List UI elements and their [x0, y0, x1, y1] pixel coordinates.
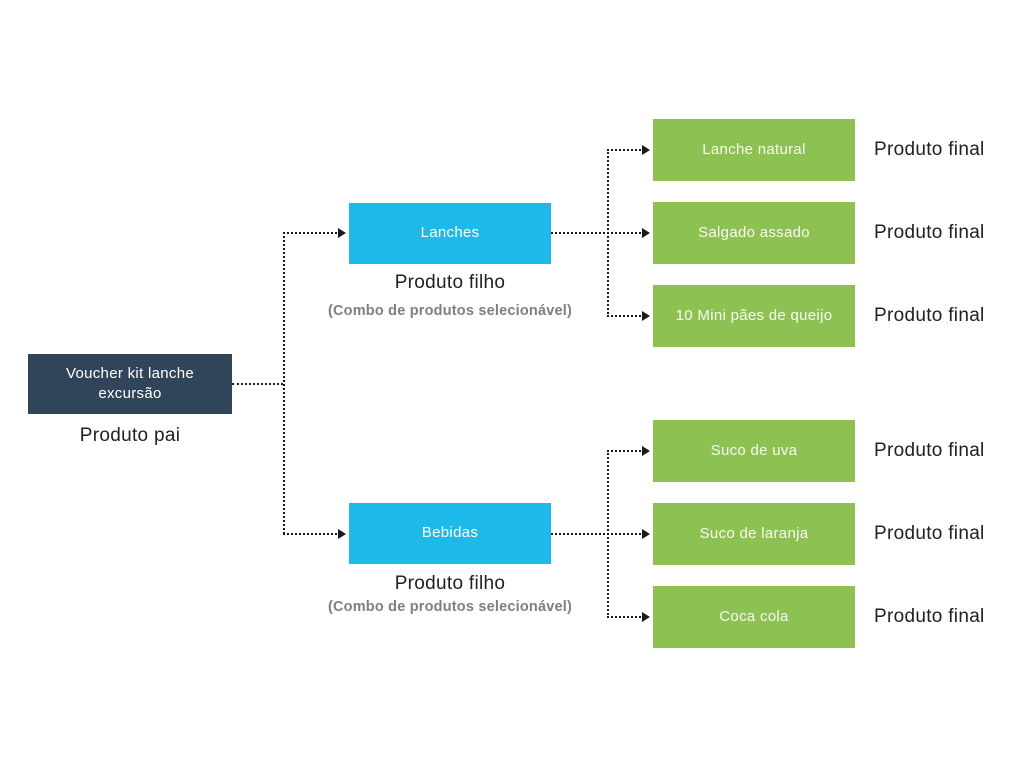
connector-lanches-vertical	[607, 149, 609, 317]
connector-bebidas-vertical	[607, 450, 609, 618]
parent-product-node: Voucher kit lanche excursão	[28, 354, 232, 414]
connector-to-lanches	[283, 232, 337, 234]
arrowhead-to-lanche-natural	[642, 145, 650, 155]
child-subcaption-lanches: (Combo de produtos selecionável)	[327, 303, 573, 319]
connector-to-suco-de-uva	[607, 450, 641, 452]
connector-parent-vertical	[283, 232, 285, 534]
final-caption-suco-de-laranja: Produto final	[874, 523, 985, 544]
connector-parent-trunk	[232, 383, 283, 385]
connector-to-mini-paes	[607, 315, 641, 317]
arrowhead-to-salgado-assado	[642, 228, 650, 238]
connector-lanches-trunk	[551, 232, 641, 234]
connector-to-coca-cola	[607, 616, 641, 618]
arrowhead-to-suco-de-uva	[642, 446, 650, 456]
arrowhead-to-lanches	[338, 228, 346, 238]
final-caption-lanche-natural: Produto final	[874, 139, 985, 160]
final-caption-coca-cola: Produto final	[874, 606, 985, 627]
connector-bebidas-trunk	[551, 533, 641, 535]
leaf-node-salgado-assado: Salgado assado	[653, 202, 855, 264]
final-caption-mini-paes: Produto final	[874, 305, 985, 326]
parent-product-caption: Produto pai	[79, 425, 181, 446]
final-caption-salgado-assado: Produto final	[874, 222, 985, 243]
final-caption-suco-de-uva: Produto final	[874, 440, 985, 461]
child-node-lanches: Lanches	[349, 203, 551, 264]
leaf-node-suco-de-laranja: Suco de laranja	[653, 503, 855, 565]
arrowhead-to-mini-paes	[642, 311, 650, 321]
leaf-node-mini-paes: 10 Mini pães de queijo	[653, 285, 855, 347]
leaf-node-lanche-natural: Lanche natural	[653, 119, 855, 181]
connector-to-lanche-natural	[607, 149, 641, 151]
child-subcaption-bebidas: (Combo de produtos selecionável)	[327, 599, 573, 615]
arrowhead-to-coca-cola	[642, 612, 650, 622]
child-node-bebidas: Bebidas	[349, 503, 551, 564]
leaf-node-suco-de-uva: Suco de uva	[653, 420, 855, 482]
connector-to-bebidas	[283, 533, 337, 535]
arrowhead-to-bebidas	[338, 529, 346, 539]
child-caption-bebidas: Produto filho	[394, 573, 506, 594]
child-caption-lanches: Produto filho	[394, 272, 506, 293]
arrowhead-to-suco-de-laranja	[642, 529, 650, 539]
leaf-node-coca-cola: Coca cola	[653, 586, 855, 648]
